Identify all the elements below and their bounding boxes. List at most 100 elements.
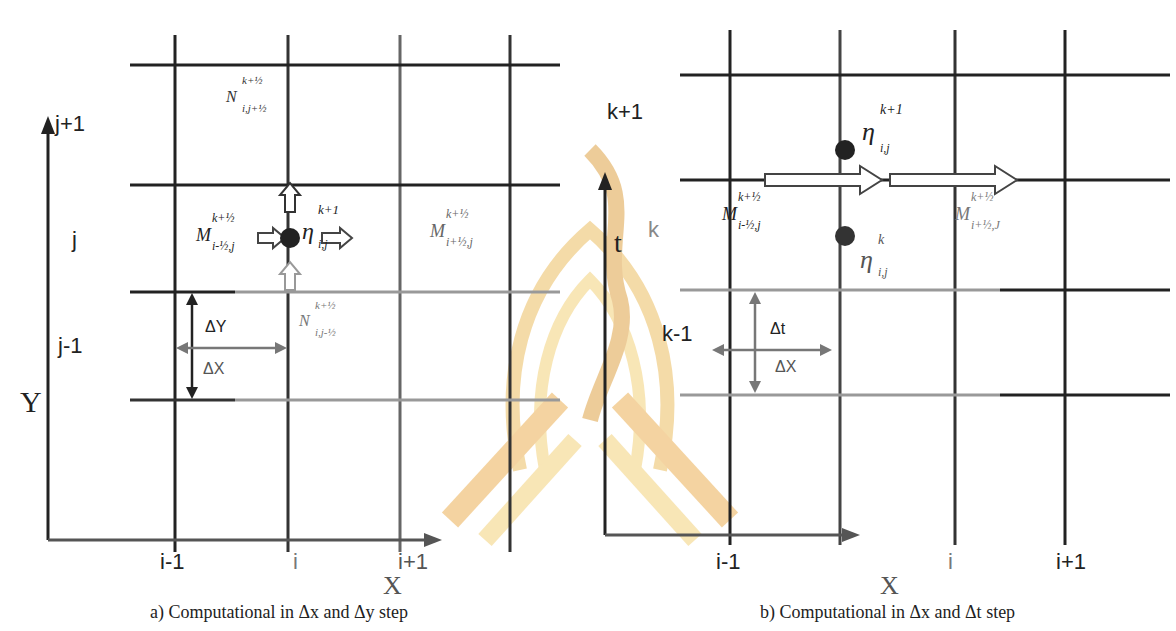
subscript: i,j (318, 238, 328, 251)
axes-a-part (41, 116, 55, 134)
math-symbol: M (430, 222, 445, 242)
grid-lines-b-part (729, 30, 732, 545)
grid-points-b-part (835, 140, 855, 160)
step-arrows-b-part (749, 292, 761, 304)
superscript: k+½ (212, 212, 234, 225)
subscript: i+½,J (971, 219, 1000, 232)
grid-lines-b-part (1000, 394, 1170, 397)
axis-label: t (614, 228, 622, 259)
column-index: i+1 (398, 550, 428, 574)
superscript: k+1 (318, 203, 339, 217)
grid-lines-b-part (1064, 30, 1067, 545)
watermark-logo-part (450, 400, 560, 520)
axis-label: Y (20, 385, 42, 418)
step-arrows-a-part (181, 347, 282, 350)
row-index: j+1 (55, 112, 85, 136)
grid-lines-b-part (680, 289, 1000, 292)
axes-b-part (598, 172, 612, 190)
column-index: i+1 (1056, 550, 1086, 574)
step-arrows-a (176, 293, 287, 399)
step-arrows-a-part (191, 298, 194, 394)
superscript: k+½ (738, 191, 760, 204)
grid-lines-a-part (130, 184, 560, 187)
grid-lines-a-part (130, 399, 235, 402)
step-arrows-a-part (176, 342, 188, 354)
axes-a (41, 116, 442, 547)
math-symbol: M (955, 205, 970, 225)
axis-label: X (383, 572, 402, 601)
grid-lines-a-part (130, 291, 235, 294)
grid-lines-b (680, 30, 1170, 545)
grid-lines-a (130, 35, 560, 552)
flux-arrows-a-part (280, 183, 300, 212)
flux-arrows-a-part (280, 262, 300, 290)
grid-points-b-part (835, 226, 855, 246)
watermark-logo-part (620, 400, 730, 520)
axes-a-part (424, 533, 442, 547)
superscript: k+½ (315, 299, 336, 311)
grid-lines-a-part (235, 399, 560, 402)
flux-arrows-b (765, 166, 1017, 194)
math-symbol: N (299, 312, 310, 330)
grid-points-b (835, 140, 855, 246)
subscript: i,j (878, 266, 888, 279)
step-label: ΔX (775, 358, 796, 376)
axes-b-part (842, 528, 860, 542)
grid-lines-b-part (1000, 289, 1170, 292)
math-symbol: M (722, 205, 737, 225)
step-arrows-b-part (717, 349, 827, 352)
grid-lines-b-part (839, 30, 842, 545)
subscript: i,j+½ (242, 102, 267, 114)
grid-lines-a-part (130, 64, 560, 67)
step-arrows-b-part (820, 344, 832, 356)
superscript: k+½ (242, 74, 263, 86)
step-label: ΔX (203, 360, 224, 378)
math-symbol: N (226, 88, 237, 106)
grid-lines-a-part (235, 291, 560, 294)
flux-arrows-a (258, 183, 352, 290)
grid-lines-b-part (954, 30, 957, 545)
column-index: i (948, 550, 953, 574)
axes-a-part (47, 130, 50, 540)
step-label: ΔY (205, 318, 226, 336)
step-arrows-a-part (186, 387, 198, 399)
time-index: k (648, 218, 659, 242)
math-symbol: M (196, 226, 211, 246)
axes-b-part (604, 186, 607, 535)
step-arrows-b-part (712, 344, 724, 356)
subscript: i-½,j (212, 240, 235, 253)
grid-point-a (280, 228, 300, 248)
superscript: k+½ (446, 208, 468, 221)
caption: b) Computational in Δx and Δt step (760, 603, 1015, 623)
math-symbol: η (862, 118, 875, 147)
grid-lines-b-part (680, 74, 1170, 77)
step-arrows-a-part (275, 342, 287, 354)
step-arrows-a-part (186, 293, 198, 305)
superscript: k+½ (971, 191, 993, 204)
row-index: j (72, 228, 77, 252)
watermark-logo-part (485, 440, 575, 540)
superscript: k+1 (880, 102, 903, 117)
axes-a-part (48, 539, 428, 542)
axis-label: X (880, 572, 899, 601)
math-symbol: η (860, 246, 873, 275)
column-index: i-1 (160, 550, 184, 574)
column-index: i (293, 550, 298, 574)
superscript: k (878, 232, 884, 247)
step-label: Δt (770, 320, 785, 338)
step-arrows-b (712, 292, 832, 393)
subscript: i+½,j (446, 236, 473, 249)
time-index: k-1 (662, 322, 693, 346)
flux-arrows-b-part (890, 166, 1017, 194)
grid-lines-b-part (680, 394, 1000, 397)
step-arrows-b-part (754, 297, 757, 388)
row-index: j-1 (58, 334, 82, 358)
math-symbol: η (302, 218, 314, 244)
column-index: i-1 (716, 550, 740, 574)
axes-b (598, 172, 860, 542)
grid-point-a-part (280, 228, 300, 248)
subscript: i-½,j (738, 219, 761, 232)
axes-b-part (605, 534, 846, 537)
